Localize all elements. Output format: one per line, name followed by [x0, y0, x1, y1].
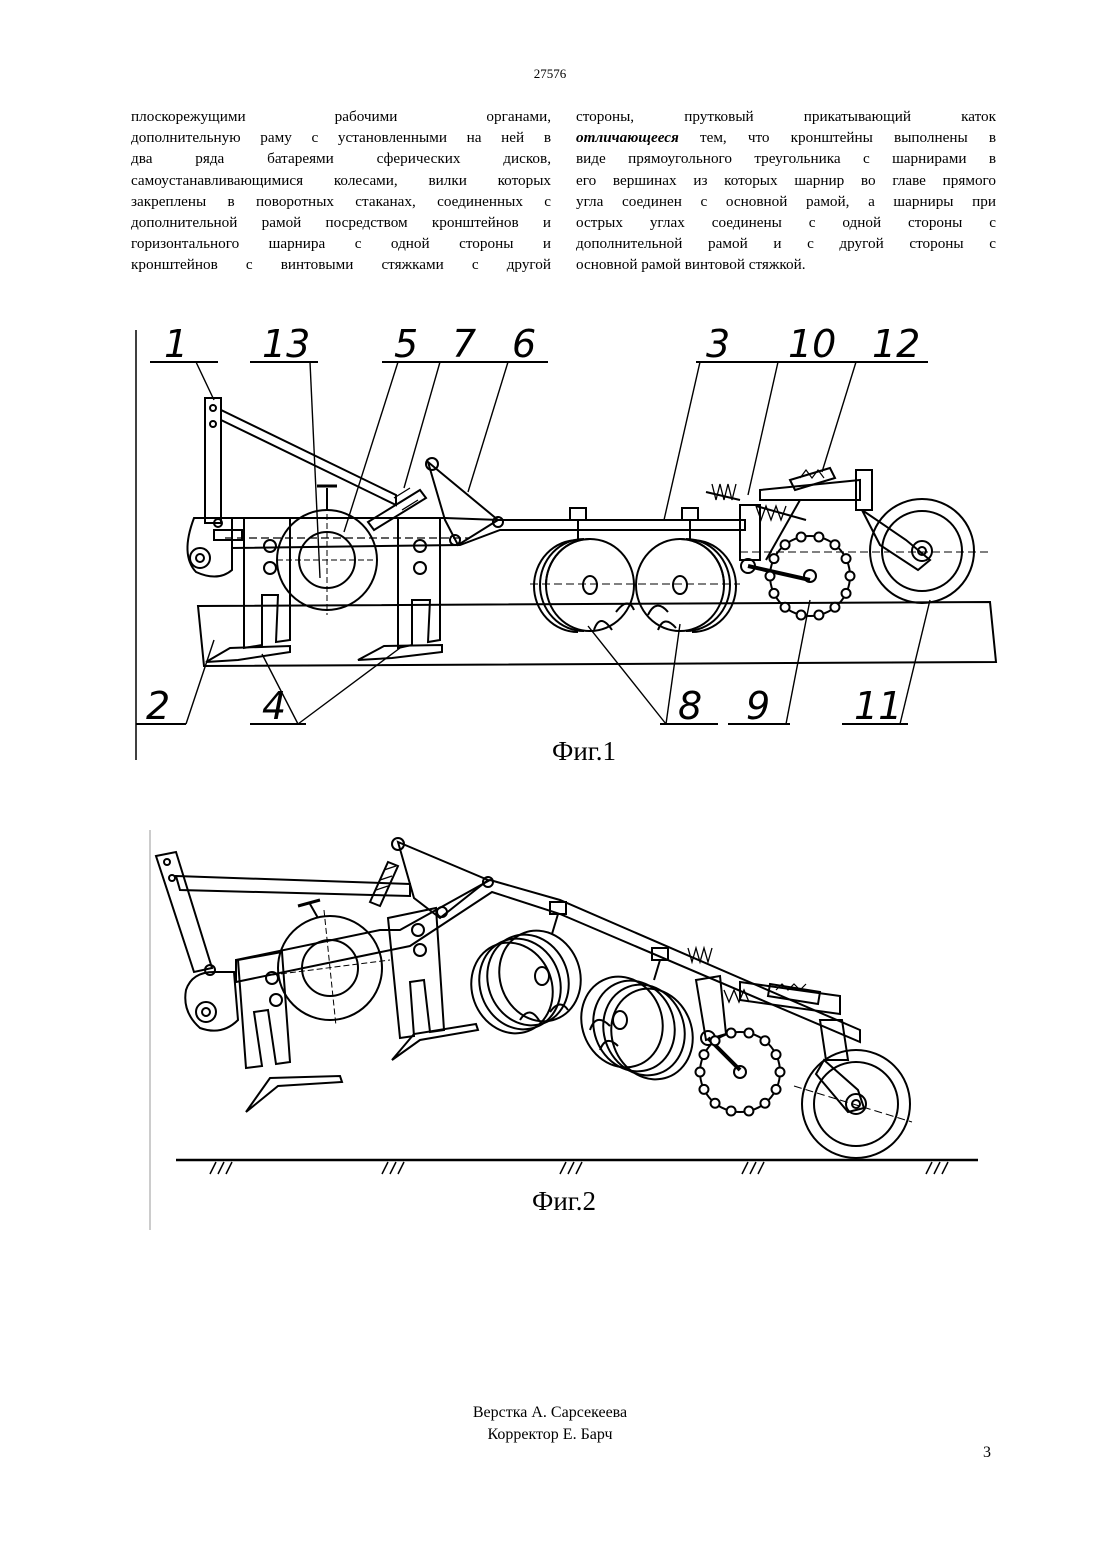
ripper-shank: [388, 908, 444, 1038]
spring-post: [696, 976, 726, 1040]
rear-frame: [740, 982, 840, 1014]
figure-1-caption: Фиг.1: [552, 736, 616, 767]
label-11: 11: [854, 684, 902, 728]
wheel-fork: [816, 1060, 864, 1112]
label-5: 5: [394, 322, 418, 366]
ripper-shank: [238, 952, 290, 1068]
rod-roller: [700, 1032, 780, 1112]
roller-rod: [711, 1036, 720, 1045]
roller-rod: [696, 1068, 705, 1077]
footer-credits: Верстка А. Сарсекеева Корректор Е. Барч: [0, 1402, 1100, 1446]
disc-battery: [459, 902, 594, 1045]
roller-rod: [699, 1050, 708, 1059]
disc-battery: [569, 948, 706, 1091]
roller-rod: [699, 1085, 708, 1094]
hitch-post: [156, 852, 212, 972]
ground-hatching: [210, 1162, 948, 1174]
label-2: 2: [146, 684, 170, 728]
hitch-plate: [185, 972, 238, 1031]
label-9: 9: [746, 684, 770, 728]
label-10: 10: [788, 322, 836, 366]
label-7: 7: [452, 322, 476, 366]
figure-1-labels: 1 13 5 7 6 3 10 12 2 4 8 9 11: [0, 0, 1100, 800]
label-8: 8: [678, 684, 702, 728]
ripper-blade: [246, 1076, 342, 1112]
gauge-wheel: [802, 1050, 910, 1158]
turnbuckle: [370, 862, 398, 906]
figure-2-caption: Фиг.2: [532, 1186, 596, 1217]
roller-rod: [760, 1036, 769, 1045]
label-4: 4: [262, 684, 286, 728]
depth-wheel: [278, 916, 382, 1020]
roller-rod: [727, 1029, 736, 1038]
triangle-bracket: [398, 842, 488, 918]
hitch-link: [176, 876, 410, 896]
label-13: 13: [262, 322, 310, 366]
roller-rod: [776, 1068, 785, 1077]
main-frame-beam: [236, 880, 860, 1042]
roller-rod: [711, 1099, 720, 1108]
label-12: 12: [872, 322, 920, 366]
ripper-blade: [392, 1024, 478, 1060]
label-1: 1: [164, 322, 188, 366]
roller-rod: [744, 1029, 753, 1038]
label-6: 6: [512, 322, 536, 366]
corrector-credit: Корректор Е. Барч: [0, 1424, 1100, 1446]
roller-rod: [772, 1085, 781, 1094]
spring: [688, 948, 712, 962]
page-number: 3: [983, 1444, 991, 1462]
roller-rod: [727, 1106, 736, 1115]
roller-rod: [772, 1050, 781, 1059]
roller-rod: [760, 1099, 769, 1108]
layout-credit: Верстка А. Сарсекеева: [0, 1402, 1100, 1424]
roller-rod: [744, 1106, 753, 1115]
label-3: 3: [706, 322, 730, 366]
